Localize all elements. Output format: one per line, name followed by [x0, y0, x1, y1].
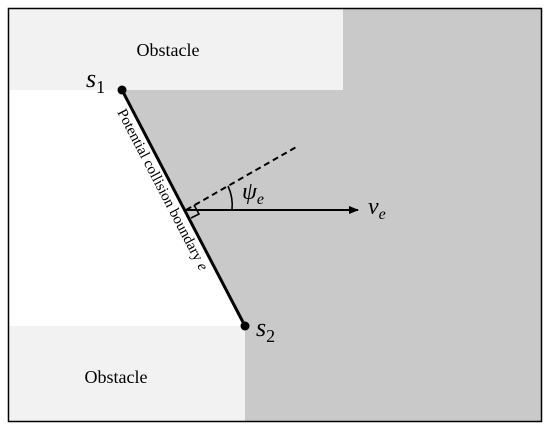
psi-label-base: ψ	[242, 179, 258, 205]
velocity-label-base: v	[368, 194, 379, 220]
frame-border	[7, 7, 543, 423]
velocity-label: ve	[368, 194, 386, 223]
velocity-label-sub: e	[379, 206, 386, 223]
s1-label-base: s	[86, 64, 96, 93]
s1-label: s1	[86, 64, 105, 97]
collision-boundary-line	[120, 89, 247, 327]
right-angle-marker	[190, 204, 201, 219]
normal-dashed-line	[185, 145, 299, 211]
psi-label-sub: e	[257, 191, 264, 208]
s1-label-sub: 1	[96, 77, 105, 97]
obstacle-bottom-region	[9, 326, 245, 421]
shaded-region	[122, 9, 541, 421]
obstacle-bottom-label: Obstacle	[85, 367, 148, 387]
s2-label: s2	[256, 313, 275, 346]
psi-angle-arc	[227, 185, 234, 211]
s1-point	[117, 85, 127, 95]
s2-label-base: s	[256, 313, 266, 342]
s2-label-sub: 2	[266, 326, 275, 346]
obstacle-top-label: Obstacle	[137, 40, 200, 60]
psi-label: ψe	[242, 179, 264, 208]
s2-point	[240, 321, 250, 331]
obstacle-top-region	[9, 9, 343, 90]
